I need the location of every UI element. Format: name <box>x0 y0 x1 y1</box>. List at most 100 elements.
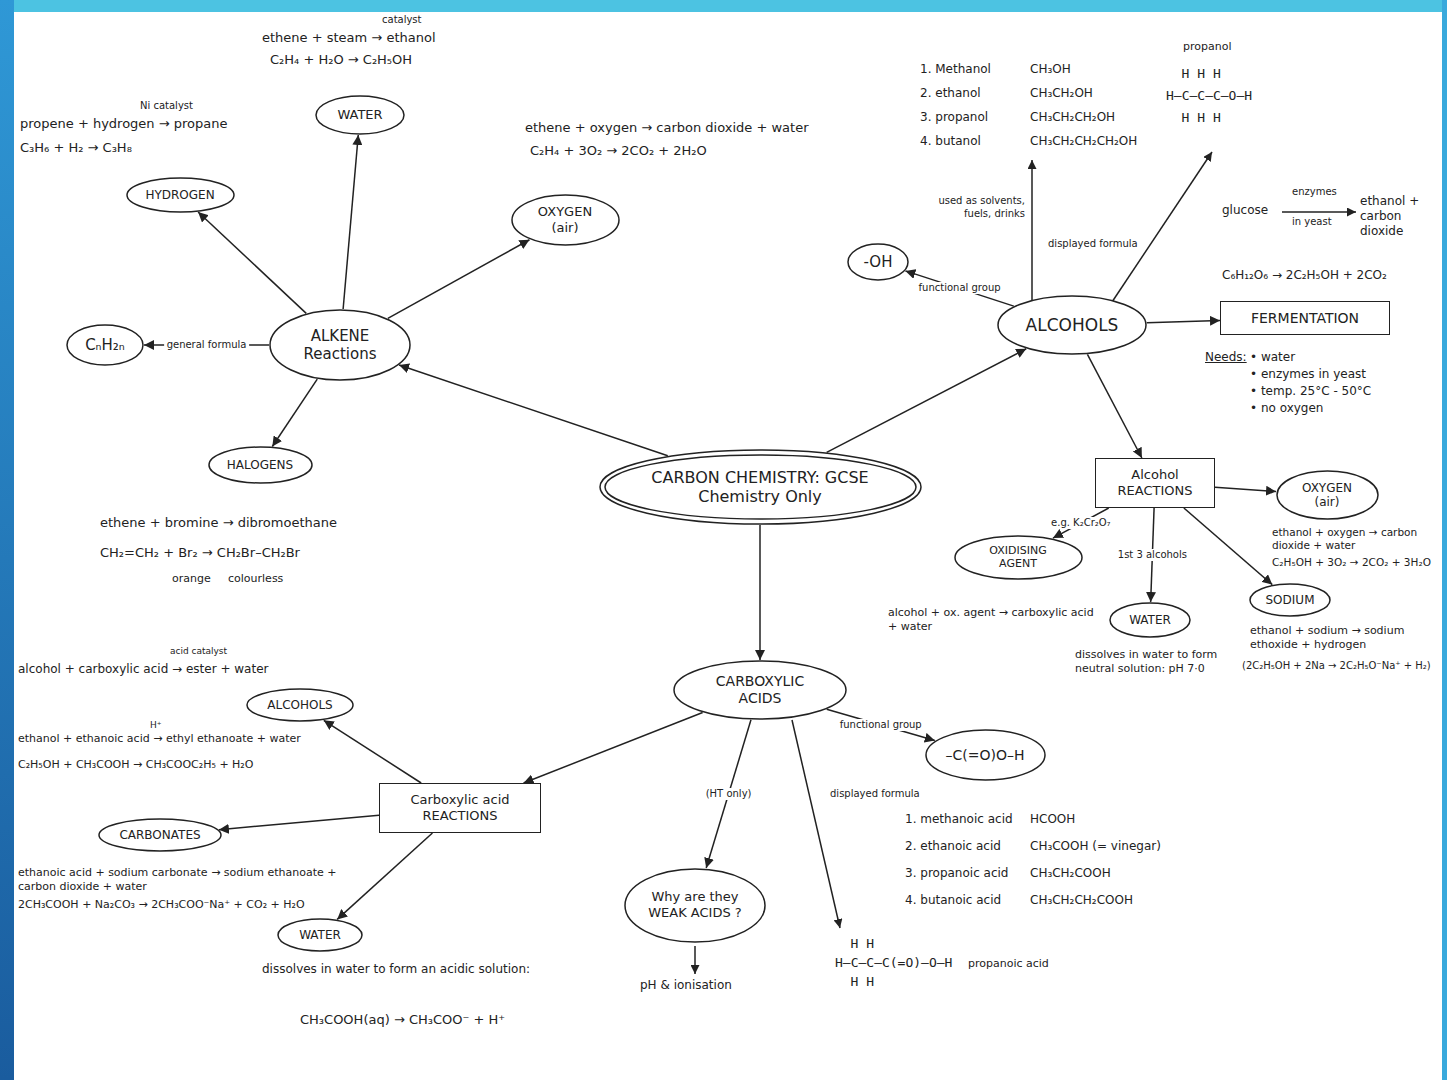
annotation-text: 4. butanoic acid <box>905 893 1001 908</box>
annotation-text: ethanol + sodium → sodium ethoxide + hyd… <box>1250 624 1440 652</box>
connector-arrow <box>219 815 379 829</box>
ellipse-node: ALCOHOLS <box>997 295 1147 355</box>
edge-label: e.g. K₂Cr₂O₇ <box>1048 517 1114 529</box>
node-text: ALCOHOLS <box>1026 315 1119 335</box>
annotation-text: CH₃CH₂CH₂CH₂OH <box>1030 134 1137 149</box>
node-text: ALCOHOLS <box>267 698 333 712</box>
node-text: CARBONATES <box>119 828 200 842</box>
node-text: CARBOXYLIC ACIDS <box>700 673 820 707</box>
annotation-text: Ni catalyst <box>140 100 193 113</box>
connector-arrow <box>524 713 703 783</box>
annotation-text: C₃H₆ + H₂ → C₃H₈ <box>20 140 132 156</box>
annotation-text: 4. butanol <box>920 134 981 149</box>
ellipse-node: –C(=O)O–H <box>925 729 1046 781</box>
structural-formula: H H H <box>1182 66 1221 82</box>
connector-arrow <box>343 135 358 309</box>
annotation-text: dissolves in water to form neutral solut… <box>1075 648 1225 676</box>
annotation-text: H⁺ <box>150 720 162 731</box>
ellipse-border-inner <box>605 455 916 519</box>
ellipse-border <box>1277 471 1378 519</box>
ellipse-border <box>67 325 143 365</box>
connector-arrow <box>324 720 421 783</box>
connector-arrow <box>1184 508 1272 585</box>
ellipse-node: CARBONATES <box>98 818 222 852</box>
annotation-text: propene + hydrogen → propane <box>20 116 227 132</box>
ellipse-border <box>848 244 908 280</box>
connector-arrow <box>827 349 1027 453</box>
ellipse-border <box>600 450 921 524</box>
node-text: OXIDISING AGENT <box>976 544 1061 570</box>
annotation-text: CH₂=CH₂ + Br₂ → CH₂Br–CH₂Br <box>100 545 300 561</box>
annotation-text: ethene + steam → ethanol <box>262 30 436 46</box>
structural-formula: H H <box>851 974 874 990</box>
ellipse-node: HYDROGEN <box>126 177 235 213</box>
ellipse-border <box>1250 584 1330 616</box>
annotation-text: alcohol + ox. agent → carboxylic acid + … <box>888 606 1098 634</box>
annotation-text: CH₃COOH(aq) → CH₃COO⁻ + H⁺ <box>300 1012 505 1028</box>
annotation-text: 1. Methanol <box>920 62 991 77</box>
annotation-text: ethanol + oxygen → carbon dioxide + wate… <box>1272 526 1440 552</box>
ellipse-node: Why are they WEAK ACIDS ? <box>624 868 766 943</box>
node-text: SODIUM <box>1266 593 1315 607</box>
node-text: -OH <box>864 253 893 271</box>
ellipse-border <box>127 178 234 212</box>
edge-label: functional group <box>916 282 1004 294</box>
annotation-text: C₂H₄ + H₂O → C₂H₅OH <box>270 52 412 68</box>
leader-arrow <box>792 720 840 928</box>
annotation-text: ethene + oxygen → carbon dioxide + water <box>525 120 809 136</box>
ellipse-border <box>278 919 362 951</box>
ellipse-border <box>247 689 353 721</box>
annotation-text: ethene + bromine → dibromoethane <box>100 515 337 531</box>
connector-arrow <box>399 365 668 456</box>
rect-box: Alcohol REACTIONS <box>1095 458 1215 508</box>
annotation-text: Needs: <box>1205 350 1247 365</box>
edge-label: 1st 3 alcohols <box>1115 549 1190 561</box>
frame-band <box>1442 0 1447 1080</box>
node-text: –C(=O)O–H <box>946 747 1025 764</box>
node-text: ALKENE Reactions <box>293 327 388 363</box>
annotation-text: ethanoic acid + sodium carbonate → sodiu… <box>18 866 338 894</box>
structural-formula: H–C–C–C–O–H <box>1166 88 1252 104</box>
node-text: CARBON CHEMISTRY: GCSE Chemistry Only <box>648 468 873 506</box>
ellipse-border <box>270 310 410 380</box>
ellipse-node: HALOGENS <box>208 446 313 484</box>
edge-label: functional group <box>837 719 925 731</box>
annotation-text: 3. propanoic acid <box>905 866 1008 881</box>
connector-arrow <box>1087 354 1141 458</box>
annotation-text: • water <box>1250 350 1295 365</box>
node-text: HALOGENS <box>227 458 293 472</box>
central-ellipse: CARBON CHEMISTRY: GCSE Chemistry Only <box>599 449 922 525</box>
connector-arrow <box>272 379 317 446</box>
connector-arrow <box>759 525 761 660</box>
ellipse-node: -OH <box>847 243 909 281</box>
annotation-text: CH₃CH₂CH₂COOH <box>1030 893 1133 908</box>
ellipse-node: ALKENE Reactions <box>269 309 411 381</box>
annotation-text: 2. ethanol <box>920 86 981 101</box>
annotation-text: • enzymes in yeast <box>1250 367 1366 382</box>
connector-arrow <box>1215 487 1276 491</box>
annotation-text: dissolves in water to form an acidic sol… <box>262 962 530 977</box>
annotation-text: alcohol + carboxylic acid → ester + wate… <box>18 662 268 677</box>
annotation-text: CH₃CH₂OH <box>1030 86 1093 101</box>
ellipse-border <box>1110 603 1190 637</box>
ellipse-node: OXIDISING AGENT <box>954 535 1083 580</box>
annotation-text: C₆H₁₂O₆ → 2C₂H₅OH + 2CO₂ <box>1222 268 1387 283</box>
node-text: OXYGEN (air) <box>530 204 600 235</box>
node-text: Carboxylic acid REACTIONS <box>390 792 530 823</box>
leader-arrow <box>694 946 696 974</box>
node-text: WATER <box>299 928 341 942</box>
connector-arrow <box>905 271 1013 306</box>
node-text: WATER <box>1129 613 1171 627</box>
annotation-text: CH₃CH₂COOH <box>1030 866 1111 881</box>
ellipse-border <box>674 661 846 719</box>
ellipse-node: WATER <box>1109 602 1191 638</box>
rect-box: Carboxylic acid REACTIONS <box>379 783 541 833</box>
ellipse-node: OXYGEN (air) <box>1276 470 1379 520</box>
connector-arrow <box>388 240 530 319</box>
connector-arrow <box>827 709 935 740</box>
annotation-text: 1. methanoic acid <box>905 812 1013 827</box>
ellipse-node: WATER <box>315 95 405 135</box>
ellipse-border <box>625 869 765 942</box>
structural-formula: H–C–C–C(=O)–O–H <box>835 955 952 971</box>
